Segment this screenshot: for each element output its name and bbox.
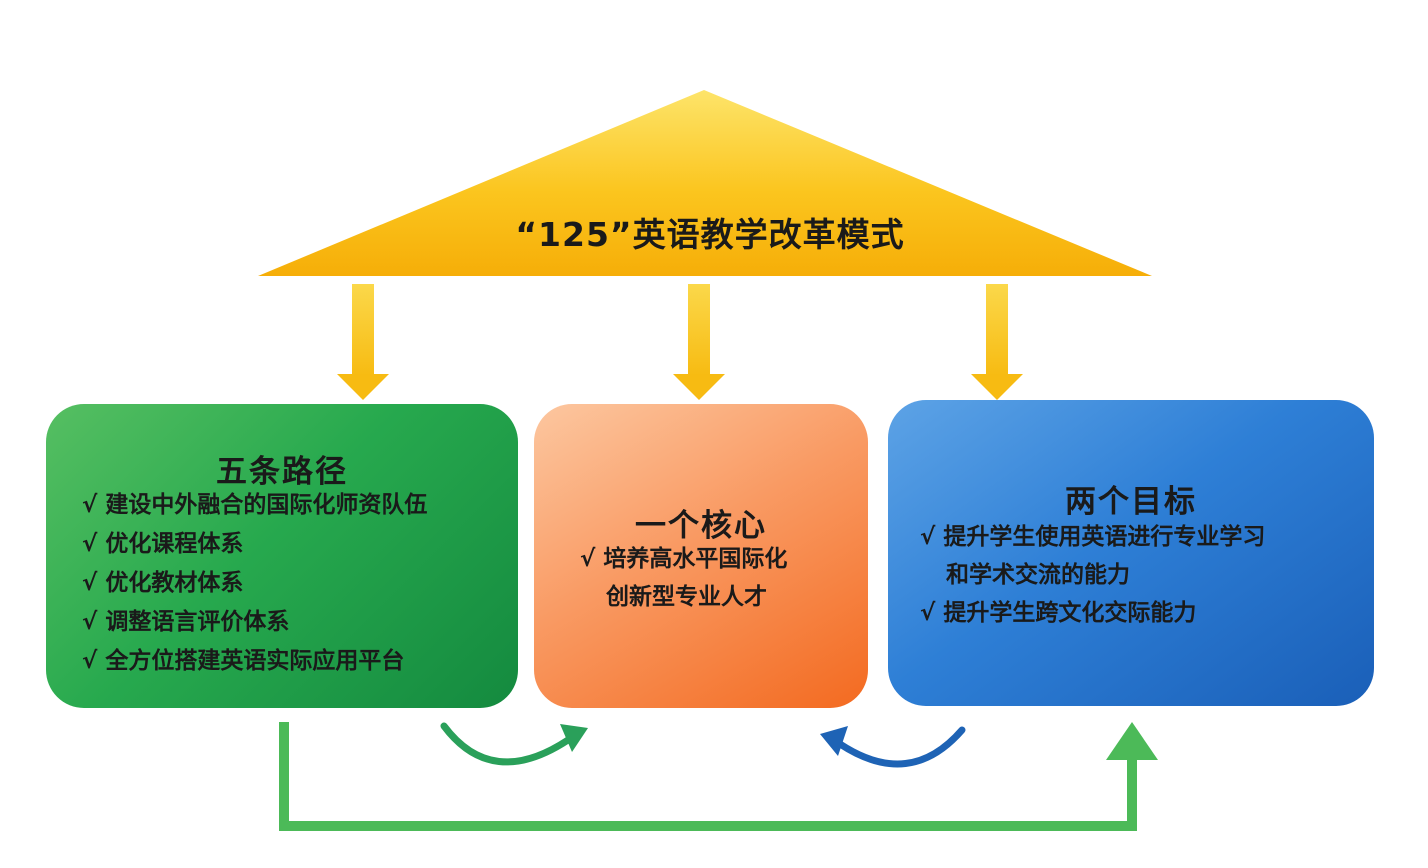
core-item: √ 培养高水平国际化 xyxy=(580,546,788,572)
two-goals-box: 两个目标 √ 提升学生使用英语进行专业学习 和学术交流的能力 √ 提升学生跨文化… xyxy=(888,400,1374,706)
two-goals-title: 两个目标 xyxy=(1065,484,1197,520)
one-core-box: 一个核心 √ 培养高水平国际化 创新型专业人才 xyxy=(534,404,868,708)
down-arrow-left xyxy=(337,284,389,400)
down-arrow-right xyxy=(971,284,1023,400)
five-paths-list: √ 建设中外融合的国际化师资队伍 √ 优化课程体系 √ 优化教材体系 √ 调整语… xyxy=(82,486,427,681)
five-paths-box: 五条路径 √ 建设中外融合的国际化师资队伍 √ 优化课程体系 √ 优化教材体系 … xyxy=(46,404,518,708)
down-arrow-center xyxy=(673,284,725,400)
one-core-list: √ 培养高水平国际化 创新型专业人才 xyxy=(580,540,787,616)
goal-item: √ 提升学生跨文化交际能力 xyxy=(920,600,1197,626)
one-core-title: 一个核心 xyxy=(635,508,767,544)
path-item: √ 建设中外融合的国际化师资队伍 xyxy=(82,492,428,518)
loop-arrow-paths-to-goals xyxy=(279,722,1158,831)
path-item: √ 调整语言评价体系 xyxy=(82,609,290,635)
path-item: √ 全方位搭建英语实际应用平台 xyxy=(82,648,405,674)
goal-item: √ 提升学生使用英语进行专业学习 xyxy=(920,524,1266,550)
path-item: √ 优化教材体系 xyxy=(82,570,244,596)
two-goals-list: √ 提升学生使用英语进行专业学习 和学术交流的能力 √ 提升学生跨文化交际能力 xyxy=(920,518,1265,632)
five-paths-title: 五条路径 xyxy=(216,454,348,490)
roof-triangle xyxy=(258,90,1152,276)
curve-arrow-goals-to-core xyxy=(820,726,966,768)
path-item: √ 优化课程体系 xyxy=(82,531,244,557)
goal-item-continuation: 和学术交流的能力 xyxy=(946,562,1130,588)
core-item-continuation: 创新型专业人才 xyxy=(606,584,767,610)
curve-arrow-paths-to-core xyxy=(440,722,588,766)
model-title: “125”英语教学改革模式 xyxy=(515,215,905,254)
